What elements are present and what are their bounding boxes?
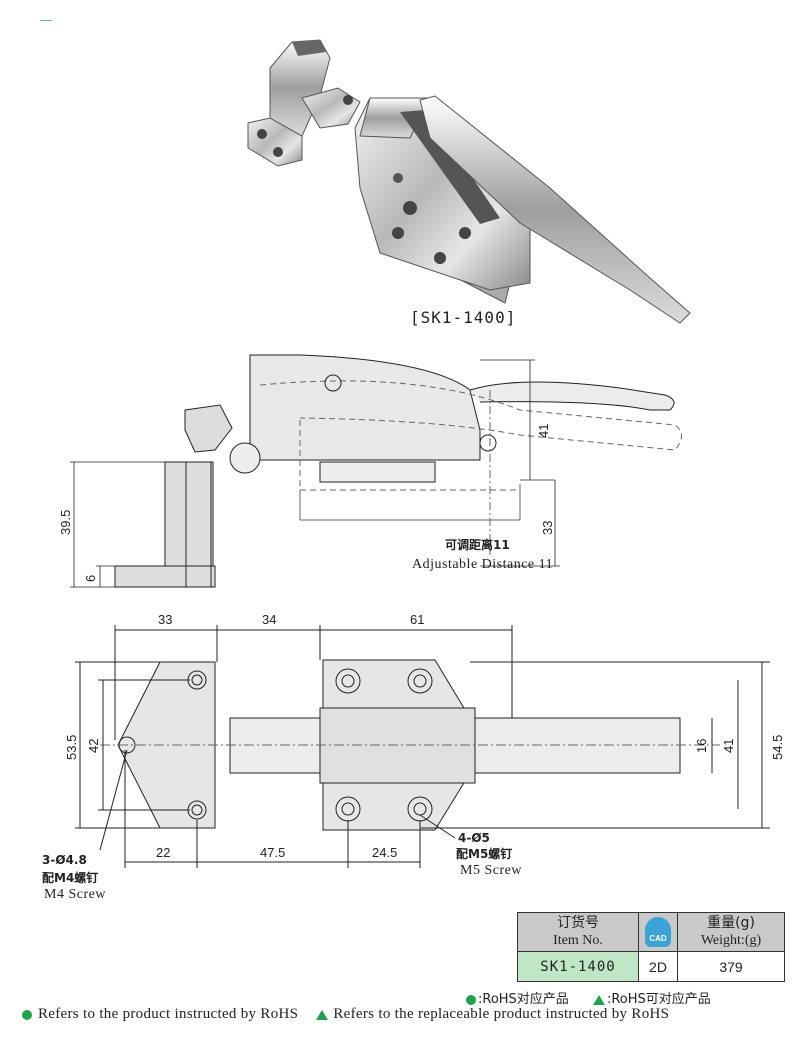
dim-34-top: 34 xyxy=(262,612,276,627)
dim-53-5-left: 53.5 xyxy=(64,735,79,760)
hole-b-screw-en: M5 Screw xyxy=(460,863,522,878)
rohs-legend-cn: :RoHS对应产品 :RoHS可对应产品 xyxy=(466,988,711,1007)
corner-mark xyxy=(40,20,52,21)
latch-body xyxy=(354,97,531,304)
latch-handle xyxy=(419,95,691,324)
cad-header: CAD xyxy=(638,912,678,952)
spec-table: 订货号 Item No. CAD 重量(g) Weight:(g) SK1-14… xyxy=(517,912,785,982)
top-view-drawing: 33 34 61 53.5 42 16 41 54.5 22 47.5 24.5… xyxy=(42,612,785,902)
dim-33-side: 33 xyxy=(540,521,555,535)
hole-b-screw-cn: 配M5螺钉 xyxy=(456,846,512,861)
item-no-cell: SK1-1400 xyxy=(517,951,639,982)
rohs-triangle-icon-en xyxy=(316,1009,329,1020)
adjustable-distance-en: Adjustable Distance 11 xyxy=(412,557,553,572)
cad-type-cell: 2D xyxy=(638,951,678,982)
dim-24-5-bottom: 24.5 xyxy=(372,845,397,860)
side-view-drawing: 41 33 39.5 6 可调距离11 Adjustable Distance … xyxy=(58,354,682,588)
dim-54-5-right: 54.5 xyxy=(770,735,785,760)
strike-part xyxy=(247,39,361,167)
dim-6-side: 6 xyxy=(83,575,98,582)
dim-41-right: 41 xyxy=(721,739,736,753)
weight-header: 重量(g) Weight:(g) xyxy=(677,912,785,952)
weight-cell: 379 xyxy=(677,951,785,982)
rohs-dot-icon-en xyxy=(22,1009,32,1020)
dim-22-bottom: 22 xyxy=(156,845,170,860)
dim-47-5-bottom: 47.5 xyxy=(260,845,285,860)
rohs-legend-en: Refers to the product instructed by RoHS… xyxy=(22,1006,669,1023)
dim-42-left: 42 xyxy=(86,739,101,753)
model-caption: [SK1-1400] xyxy=(410,308,517,327)
dim-39-5-side: 39.5 xyxy=(58,510,73,535)
hole-a-screw-cn: 配M4螺钉 xyxy=(42,870,98,885)
adjustable-distance-cn: 可调距离11 xyxy=(445,537,510,552)
hole-a-screw-en: M4 Screw xyxy=(44,887,106,902)
item-no-header: 订货号 Item No. xyxy=(517,912,639,952)
dim-41-side: 41 xyxy=(536,424,551,438)
hole-b-spec: 4-Ø5 xyxy=(458,831,490,845)
dim-61-top: 61 xyxy=(410,612,424,627)
hole-a-spec: 3-Ø4.8 xyxy=(42,853,87,867)
rohs-dot-icon xyxy=(466,994,476,1005)
dim-33-top: 33 xyxy=(158,612,172,627)
cad-file-icon: CAD xyxy=(645,917,671,947)
product-photo xyxy=(247,39,691,324)
dim-16-right: 16 xyxy=(694,739,709,753)
rohs-triangle-icon xyxy=(592,994,605,1005)
